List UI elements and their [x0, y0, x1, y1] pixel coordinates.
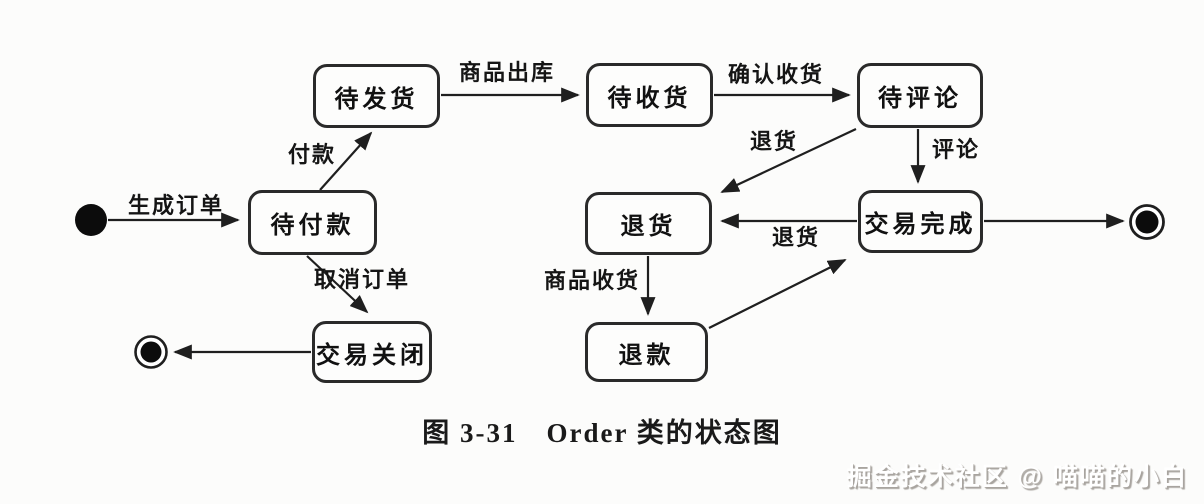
transition-label-return-from-review: 退货 — [749, 129, 799, 154]
figure-caption: 图 3-31 Order 类的状态图 — [422, 418, 782, 448]
final-state-icon-right — [1129, 204, 1165, 240]
state-pending-receipt: 待收货 — [586, 63, 713, 127]
arrow-cancel-order — [306, 255, 369, 314]
state-transaction-closed: 交易关闭 — [312, 321, 432, 383]
transition-label-cancel-order: 取消订单 — [313, 267, 411, 292]
arrow-pay — [319, 131, 373, 191]
state-pending-payment: 待付款 — [248, 190, 377, 255]
transition-label-review: 评论 — [931, 137, 981, 162]
state-refund: 退款 — [585, 322, 708, 382]
transition-label-confirm-receipt: 确认收货 — [727, 62, 825, 87]
transition-label-goods-received: 商品收货 — [543, 268, 641, 293]
watermark-text: 掘金技术社区 @ 喵喵的小白 — [846, 463, 1188, 491]
transition-label-goods-out: 商品出库 — [458, 60, 556, 85]
transition-label-return-from-complete: 退货 — [771, 225, 821, 250]
state-return-goods: 退货 — [585, 192, 712, 255]
arrow-return-from-review — [720, 128, 857, 193]
initial-state-icon — [75, 204, 107, 236]
state-transaction-complete: 交易完成 — [858, 190, 983, 253]
state-pending-review: 待评论 — [857, 63, 983, 128]
arrow-refund-to-complete — [708, 259, 847, 329]
transition-label-generate-order: 生成订单 — [127, 193, 225, 218]
transition-label-pay: 付款 — [287, 142, 337, 167]
final-state-icon-left — [134, 335, 168, 369]
state-pending-shipment: 待发货 — [313, 64, 440, 128]
